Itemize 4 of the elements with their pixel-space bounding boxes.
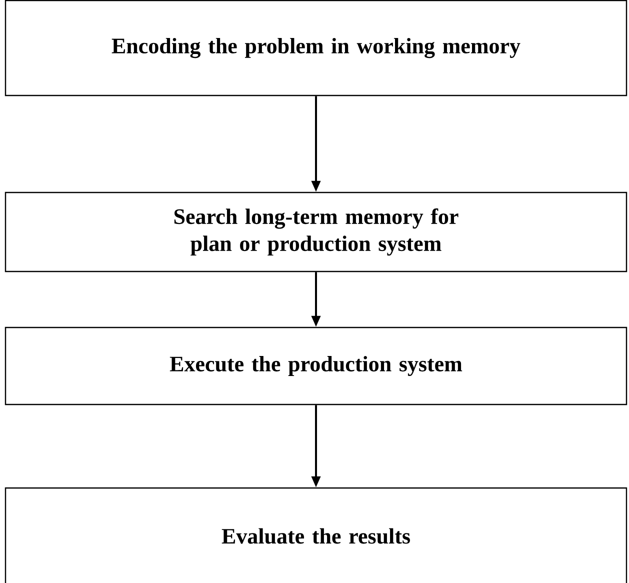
process-box: Evaluate the results xyxy=(4,487,628,583)
process-box: Execute the production system xyxy=(4,326,628,406)
process-box: Search long-term memory for plan or production system xyxy=(4,192,628,272)
process-box: Encoding the problem in working memory xyxy=(4,0,628,96)
